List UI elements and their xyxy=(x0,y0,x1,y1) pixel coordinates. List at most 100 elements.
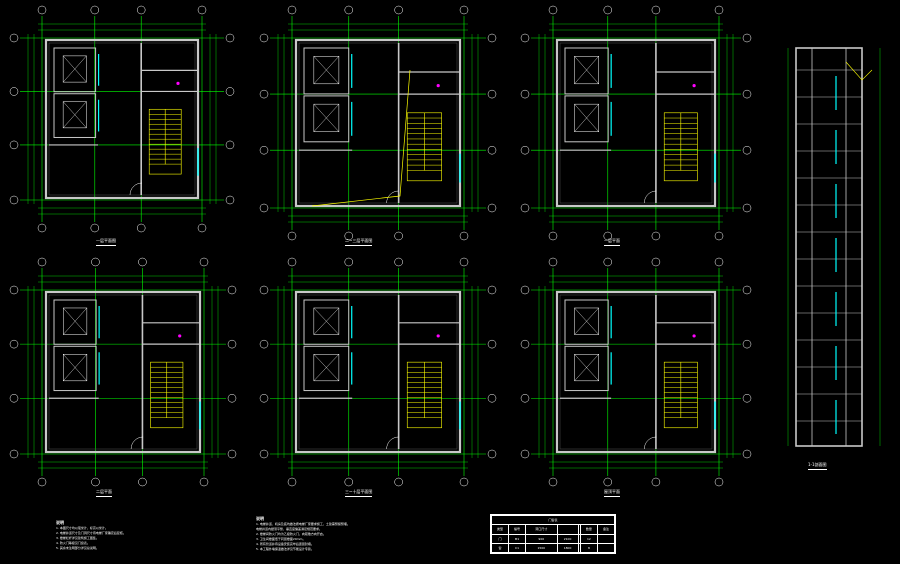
axis-bubble xyxy=(742,285,752,295)
elevator-car xyxy=(313,56,340,85)
schedule-cell: 2100 xyxy=(556,533,579,544)
plan-title-3: 一层平面 xyxy=(604,238,620,246)
axis-bubble xyxy=(138,477,147,487)
elevator-car xyxy=(313,103,340,132)
axis-bubble xyxy=(287,5,297,15)
notes-left-line: 2. 电梯井道尺寸及门洞尺寸待电梯厂家确定后复核。 xyxy=(56,531,126,535)
section-roof-line xyxy=(845,61,873,81)
axis-bubble xyxy=(90,5,100,15)
axis-bubble xyxy=(487,285,497,295)
schedule-cell: 1800 xyxy=(556,542,579,554)
axis-bubble xyxy=(459,477,469,487)
axis-bubble xyxy=(714,477,724,487)
axis-bubble xyxy=(520,89,530,99)
axis-bubble xyxy=(459,231,469,241)
notes-right: 说明 1. 电梯井道、机房及底坑做法按电梯厂家要求施工，土建需预留预埋。 电梯井… xyxy=(256,516,456,552)
exterior-wall-inner xyxy=(559,294,713,450)
axis-bubble xyxy=(742,145,752,155)
elevator-shaft xyxy=(53,299,97,345)
schedule-cell xyxy=(596,533,616,544)
axis-bubble xyxy=(37,5,47,15)
accent-marker xyxy=(692,334,696,338)
door-window-schedule: 门窗表 类型 编号 洞口尺寸 数量 备注 门 M1 900 2100 12 窗 … xyxy=(490,514,616,554)
floor-plan-5 xyxy=(259,257,497,487)
elevator-car xyxy=(62,55,87,83)
axis-bubble xyxy=(603,257,613,267)
door-swing xyxy=(130,436,144,450)
axis-bubble xyxy=(9,339,19,349)
axis-bubble xyxy=(227,285,237,295)
accent-marker xyxy=(176,81,180,85)
axis-bubble xyxy=(714,257,724,267)
axis-bubble xyxy=(487,393,497,403)
axis-bubble xyxy=(259,449,269,459)
elevator-cross xyxy=(574,354,599,381)
axis-bubble xyxy=(548,257,558,267)
axis-bubble xyxy=(259,393,269,403)
axis-bubble xyxy=(259,203,269,213)
axis-bubble xyxy=(259,285,269,295)
schedule-header-cell: 数量 xyxy=(579,524,598,535)
exterior-wall xyxy=(294,38,462,208)
schedule-cell xyxy=(577,542,582,554)
elevator-shaft xyxy=(53,345,97,392)
door-swing xyxy=(386,436,399,450)
plan-title-4: 二层平面 xyxy=(96,489,112,497)
notes-left-title: 说明 xyxy=(56,520,64,525)
axis-bubble xyxy=(651,477,661,487)
floor-plan-4 xyxy=(9,257,237,487)
axis-bubble xyxy=(651,257,661,267)
door-swing xyxy=(644,436,657,450)
schedule-header-cell: 类型 xyxy=(491,524,509,535)
floor-plan-6 xyxy=(520,257,752,487)
axis-bubble xyxy=(9,33,19,43)
floor-plan-2 xyxy=(259,5,497,241)
exterior-wall-inner xyxy=(48,294,198,450)
notes-left-line: 4. 防火门等级见门窗表。 xyxy=(56,541,90,545)
axis-bubble xyxy=(9,140,19,150)
elevator-cross xyxy=(313,354,340,381)
plan-title-1: 一层平面图 xyxy=(96,238,116,246)
notes-right-title: 说明 xyxy=(256,516,264,521)
door-swing xyxy=(644,190,657,204)
axis-bubble xyxy=(287,257,297,267)
axis-bubble xyxy=(136,5,146,15)
section-drawing xyxy=(787,47,881,447)
elevator-cross xyxy=(63,307,88,335)
axis-bubble xyxy=(487,203,497,213)
notes-right-line: 电梯井道内壁须平整，垂直度偏差满足规范要求。 xyxy=(256,527,323,531)
elevator-shaft xyxy=(564,95,609,143)
axis-bubble xyxy=(138,257,147,267)
notes-right-line: 1. 电梯井道、机房及底坑做法按电梯厂家要求施工，土建需预留预埋。 xyxy=(256,522,350,526)
axis-bubble xyxy=(520,339,530,349)
axis-bubble xyxy=(394,231,403,241)
elevator-cross xyxy=(313,56,340,84)
elevator-car xyxy=(62,101,87,129)
elevator-cross xyxy=(63,101,87,128)
axis-bubble xyxy=(651,231,661,241)
elevator-cross xyxy=(574,104,599,132)
axis-bubble xyxy=(91,477,100,487)
axis-bubble xyxy=(487,145,497,155)
section-outline xyxy=(795,47,863,447)
axis-bubble xyxy=(225,195,235,205)
axis-bubble xyxy=(344,477,354,487)
notes-left-line: 5. 其余未注明部分详见总说明。 xyxy=(56,546,99,550)
axis-bubble xyxy=(199,257,209,267)
elevator-shaft xyxy=(564,345,609,392)
axis-bubble xyxy=(520,285,530,295)
axis-bubble xyxy=(9,449,19,459)
axis-bubble xyxy=(520,449,530,459)
elevator-car xyxy=(574,56,599,85)
axis-bubble xyxy=(520,203,530,213)
exterior-wall-inner xyxy=(298,294,458,450)
exterior-wall xyxy=(294,290,462,454)
elevator-cross xyxy=(313,307,340,335)
axis-bubble xyxy=(520,33,530,43)
axis-bubble xyxy=(714,5,724,15)
elevator-shaft xyxy=(303,47,350,95)
elevator-car xyxy=(63,307,88,335)
elevator-car xyxy=(574,307,599,335)
elevator-car xyxy=(313,307,340,335)
exterior-wall-inner xyxy=(298,42,458,204)
